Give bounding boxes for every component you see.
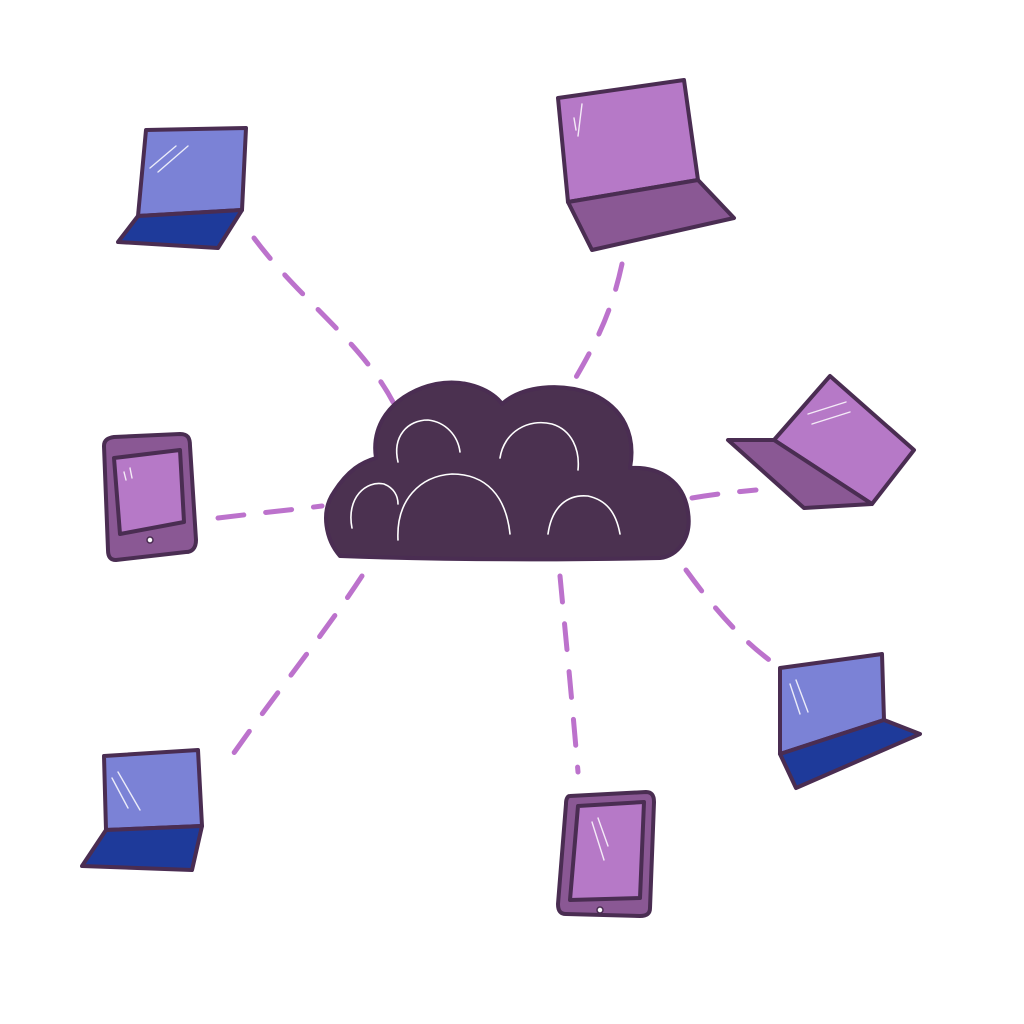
link-top-left [251,235,396,405]
laptop-icon [726,374,916,510]
link-left [215,503,325,521]
link-bottom [557,573,581,775]
tablet-icon [102,432,198,562]
link-bottom-right [683,567,775,665]
tablet-icon [556,790,656,918]
laptop-icon [80,748,204,872]
link-bottom-left [219,573,365,773]
connection-links [215,235,775,775]
laptop-icon [116,126,248,250]
laptop-icon [556,78,736,252]
cloud-icon [324,380,691,562]
laptop-icon [778,652,922,790]
link-top-right [569,261,625,387]
link-right [689,487,759,501]
